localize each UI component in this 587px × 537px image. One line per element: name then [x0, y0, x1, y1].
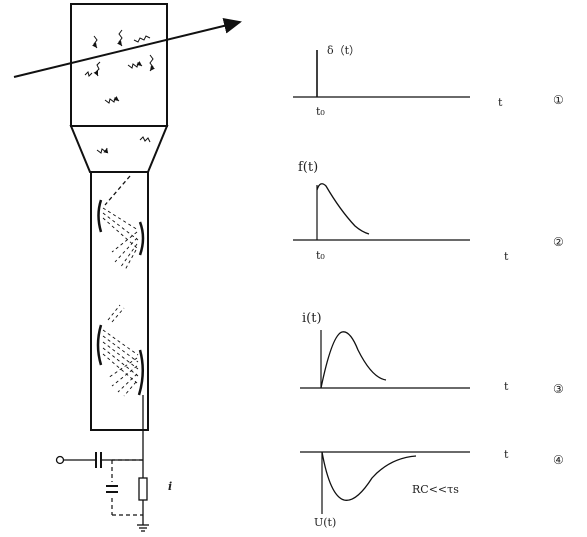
panel-4-number: ④ [553, 453, 564, 467]
panel-4-condition-label: RC<<τs [412, 483, 459, 496]
panel-4-signal-label: U(t) [314, 516, 336, 529]
light-guide [69, 125, 169, 173]
scintillation-photons [84, 29, 155, 154]
dynode-chain [96, 175, 145, 397]
photomultiplier-tube [90, 171, 149, 431]
panel-2-signal-label: f(t) [298, 160, 318, 175]
panel-3-number: ③ [553, 382, 564, 396]
panel-2-number: ② [553, 235, 564, 249]
panel-1-signal-label: δ（t） [327, 44, 360, 57]
panel-3-signal-label: i(t) [302, 311, 322, 326]
panel-voltage [300, 451, 470, 514]
readout-circuit [55, 395, 149, 532]
panel-delta [293, 50, 470, 98]
current-label: i [168, 480, 172, 493]
incident-particle-arrow [13, 18, 242, 78]
panel-current [300, 330, 470, 389]
scintillator-crystal [70, 3, 168, 127]
panel-2-time-label: t [504, 250, 509, 263]
panel-4-time-label: t [504, 448, 509, 461]
panel-3-time-label: t [504, 380, 509, 393]
panel-1-t0-label: t₀ [316, 105, 325, 118]
panel-1-number: ① [553, 93, 564, 107]
panel-decay [293, 183, 470, 241]
panel-1-time-label: t [498, 96, 503, 109]
panel-2-t0-label: t₀ [316, 249, 325, 262]
